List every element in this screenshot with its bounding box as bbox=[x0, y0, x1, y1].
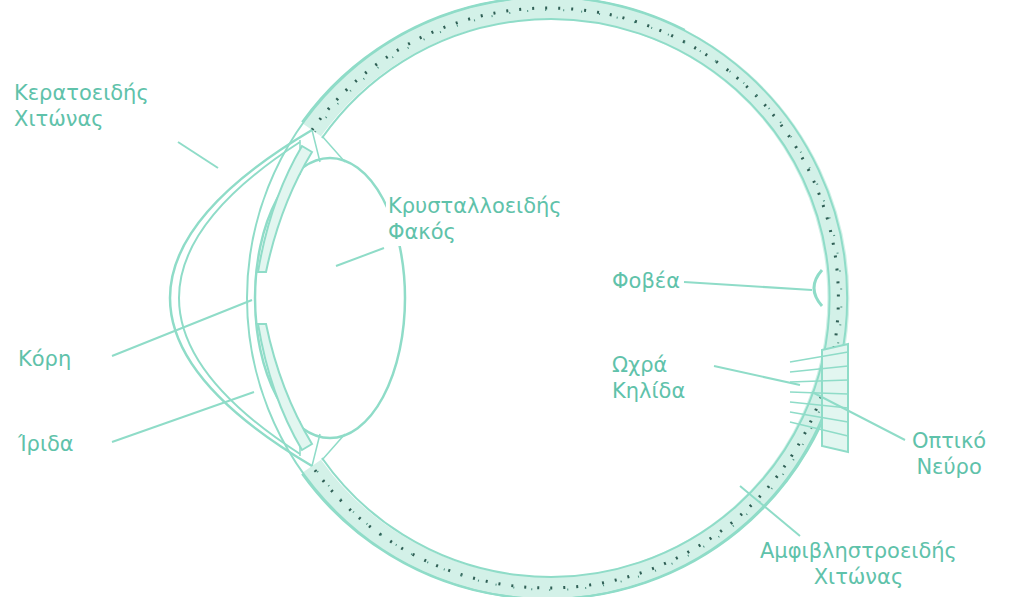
leader-line bbox=[714, 366, 800, 385]
wall-texture bbox=[315, 10, 841, 590]
nerve-fibres bbox=[790, 352, 848, 436]
leader-line bbox=[112, 392, 254, 442]
part-label: Κόρη bbox=[16, 346, 73, 372]
leader-line bbox=[112, 300, 252, 356]
part-label: Οπτικό Νεύρο bbox=[910, 428, 988, 481]
leader-line bbox=[684, 282, 812, 290]
leader-line bbox=[740, 486, 800, 536]
outer-wall-edge bbox=[247, 0, 849, 597]
eye-wall bbox=[312, 8, 838, 588]
iris bbox=[258, 146, 312, 272]
iris bbox=[258, 324, 312, 450]
part-label: Αμφιβληστροειδής Χιτώνας bbox=[758, 538, 959, 591]
cornea bbox=[170, 130, 312, 466]
zonule-fibres bbox=[300, 130, 345, 466]
part-label: Κρυσταλλοειδής Φακός bbox=[386, 193, 564, 246]
part-label: Ωχρά Κηλίδα bbox=[610, 352, 687, 405]
inner-wall-edge bbox=[322, 19, 830, 577]
leader-line bbox=[336, 248, 384, 266]
part-label: Ίριδα bbox=[16, 431, 76, 457]
outer-wall-edge bbox=[302, 0, 847, 597]
leader-line bbox=[812, 392, 905, 440]
leader-line bbox=[178, 142, 218, 168]
part-label: Φοβέα bbox=[610, 268, 682, 294]
fovea bbox=[814, 270, 822, 306]
wall-texture bbox=[312, 8, 838, 588]
part-label: Κερατοειδής Χιτώνας bbox=[12, 80, 151, 133]
